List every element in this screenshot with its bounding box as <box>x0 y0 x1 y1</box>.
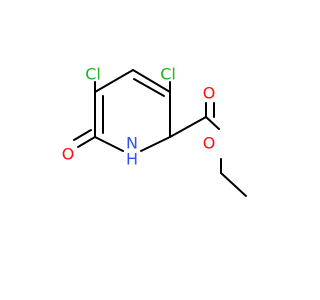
chlorine-right-label: Cl <box>160 65 176 84</box>
bond-c2-n1 <box>140 136 171 152</box>
molecule-structure: Cl Cl O N H O O <box>62 65 247 197</box>
chlorine-left-label: Cl <box>85 65 101 84</box>
oxo-oxygen-label: O <box>62 145 75 164</box>
bond-c6-oxo-a <box>77 136 96 148</box>
carbonyl-oxygen-label: O <box>203 84 216 103</box>
ester-oxygen-label: O <box>203 134 216 153</box>
bond-c6-oxo-b <box>73 129 92 141</box>
bond-c5-c4 <box>94 69 134 93</box>
ring-nitrogen-label: N <box>126 134 138 153</box>
bond-c4-c3-outer <box>132 69 171 93</box>
ring-nitrogen-hydrogen-label: H <box>126 150 138 169</box>
bond-c2-carbonyl-c <box>169 116 207 138</box>
bond-carbonyl-ester-o <box>205 116 220 130</box>
bond-n1-c6 <box>94 136 124 152</box>
bond-c4-c3-inner <box>133 78 165 97</box>
bond-ch2-ch3 <box>220 172 247 197</box>
